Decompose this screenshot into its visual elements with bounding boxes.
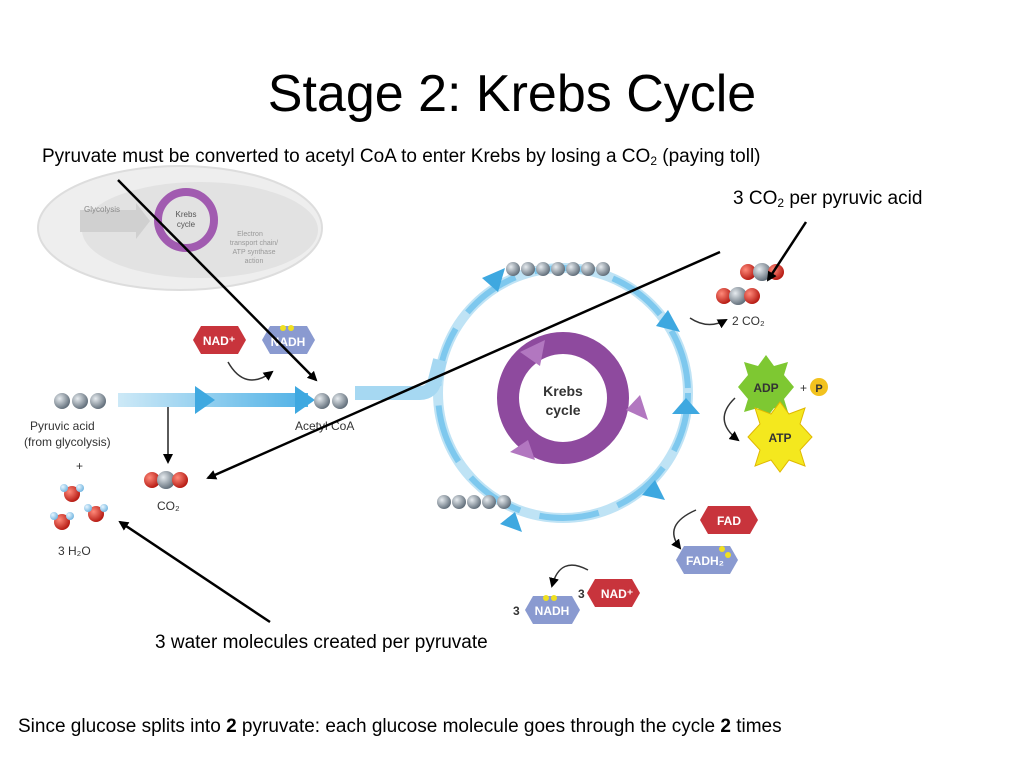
annotation-arrow-two-co2 bbox=[766, 221, 808, 282]
inset-krebs-label: Krebs bbox=[176, 210, 197, 219]
glycolysis-box bbox=[80, 210, 136, 232]
nadh-label: NADH bbox=[271, 335, 306, 349]
cycle-arrowhead bbox=[672, 398, 700, 414]
plus-p-sign: + bbox=[800, 381, 807, 395]
nad-plus-label: NAD⁺ bbox=[203, 334, 235, 348]
krebs-ring-arrowhead bbox=[520, 340, 545, 366]
three-nad-count: 3 bbox=[578, 587, 585, 601]
acetyl-coa-molecule bbox=[314, 393, 348, 409]
caption-acetyl-coa: Pyruvate must be converted to acetyl CoA… bbox=[42, 146, 761, 168]
atp-burst bbox=[747, 401, 813, 473]
entry-arrow bbox=[118, 358, 447, 464]
nad-plus-badge-2 bbox=[587, 579, 640, 607]
krebs-ring: Krebs cycle bbox=[497, 332, 648, 464]
pyruvic-acid-label: Pyruvic acid bbox=[30, 419, 95, 433]
cycle-arrowhead bbox=[482, 268, 505, 292]
nad-to-nadh-bottom: NAD⁺ 3 NADH 3 bbox=[513, 564, 640, 624]
nadh-badge bbox=[262, 326, 315, 354]
cycle-arrowhead bbox=[500, 512, 522, 532]
water-molecules bbox=[50, 484, 108, 530]
inset-etc-label-4: action bbox=[245, 258, 264, 265]
fad-label: FAD bbox=[717, 514, 741, 528]
water-label: 3 H₂O bbox=[58, 544, 91, 558]
nad-plus-badge bbox=[193, 326, 246, 354]
inset-etc-label-1: Electron bbox=[237, 231, 263, 238]
cycle-label: cycle bbox=[545, 402, 580, 418]
annotation-arrow-co2 bbox=[206, 250, 721, 480]
four-carbon-chain bbox=[437, 495, 511, 509]
annotation-arrow-acetyl bbox=[117, 179, 318, 382]
nad-to-nadh: NAD⁺ NADH bbox=[193, 325, 315, 381]
inset-glycolysis-label: Glycolysis bbox=[84, 205, 120, 214]
nadh-label-2: NADH bbox=[535, 604, 570, 618]
inset-etc-label-3: ATP synthase bbox=[233, 249, 276, 256]
nadh-badge-2 bbox=[525, 596, 580, 624]
co2-molecule bbox=[144, 471, 188, 489]
atp-label: ATP bbox=[768, 431, 791, 445]
cycle-arrowhead bbox=[642, 480, 665, 500]
annotation-arrow-water bbox=[118, 520, 271, 624]
three-nadh-count: 3 bbox=[513, 604, 520, 618]
krebs-label: Krebs bbox=[543, 383, 583, 399]
inset-etc-label-2: transport chain/ bbox=[230, 240, 278, 247]
pyruvate-molecule bbox=[54, 393, 106, 409]
mitochondrion-inset: Glycolysis Krebs cycle Electron transpor… bbox=[37, 165, 323, 291]
six-carbon-chain bbox=[506, 262, 610, 276]
fadh2-label: FADH₂ bbox=[686, 554, 724, 568]
fadh2-badge bbox=[676, 546, 738, 574]
cycle-ring bbox=[433, 263, 700, 532]
nad-plus-label-2: NAD⁺ bbox=[601, 587, 633, 601]
phosphate-label: P bbox=[815, 383, 822, 395]
from-glycolysis-label: (from glycolysis) bbox=[24, 435, 111, 449]
cycle-arrowhead bbox=[656, 310, 680, 332]
two-co2-molecules bbox=[689, 263, 784, 329]
adp-to-atp: ADP + P ATP bbox=[723, 355, 828, 473]
caption-glucose-split: Since glucose splits into 2 pyruvate: ea… bbox=[18, 716, 782, 737]
krebs-ring-arrowhead bbox=[626, 395, 648, 420]
caption-water: 3 water molecules created per pyruvate bbox=[155, 632, 488, 653]
phosphate-circle bbox=[810, 378, 828, 396]
inset-cycle-label: cycle bbox=[177, 220, 196, 229]
two-co2-label: 2 CO₂ bbox=[732, 314, 765, 328]
fad-badge bbox=[700, 506, 758, 534]
adp-label: ADP bbox=[753, 381, 778, 395]
co2-label: CO₂ bbox=[157, 499, 180, 513]
krebs-ring-arrowhead bbox=[510, 440, 535, 460]
caption-co2-per-pyruvic: 3 CO2 per pyruvic acid bbox=[733, 188, 923, 210]
fad-to-fadh2: FAD FADH₂ bbox=[671, 506, 758, 574]
slide-title: Stage 2: Krebs Cycle bbox=[267, 65, 757, 123]
plus-sign: + bbox=[76, 459, 83, 473]
